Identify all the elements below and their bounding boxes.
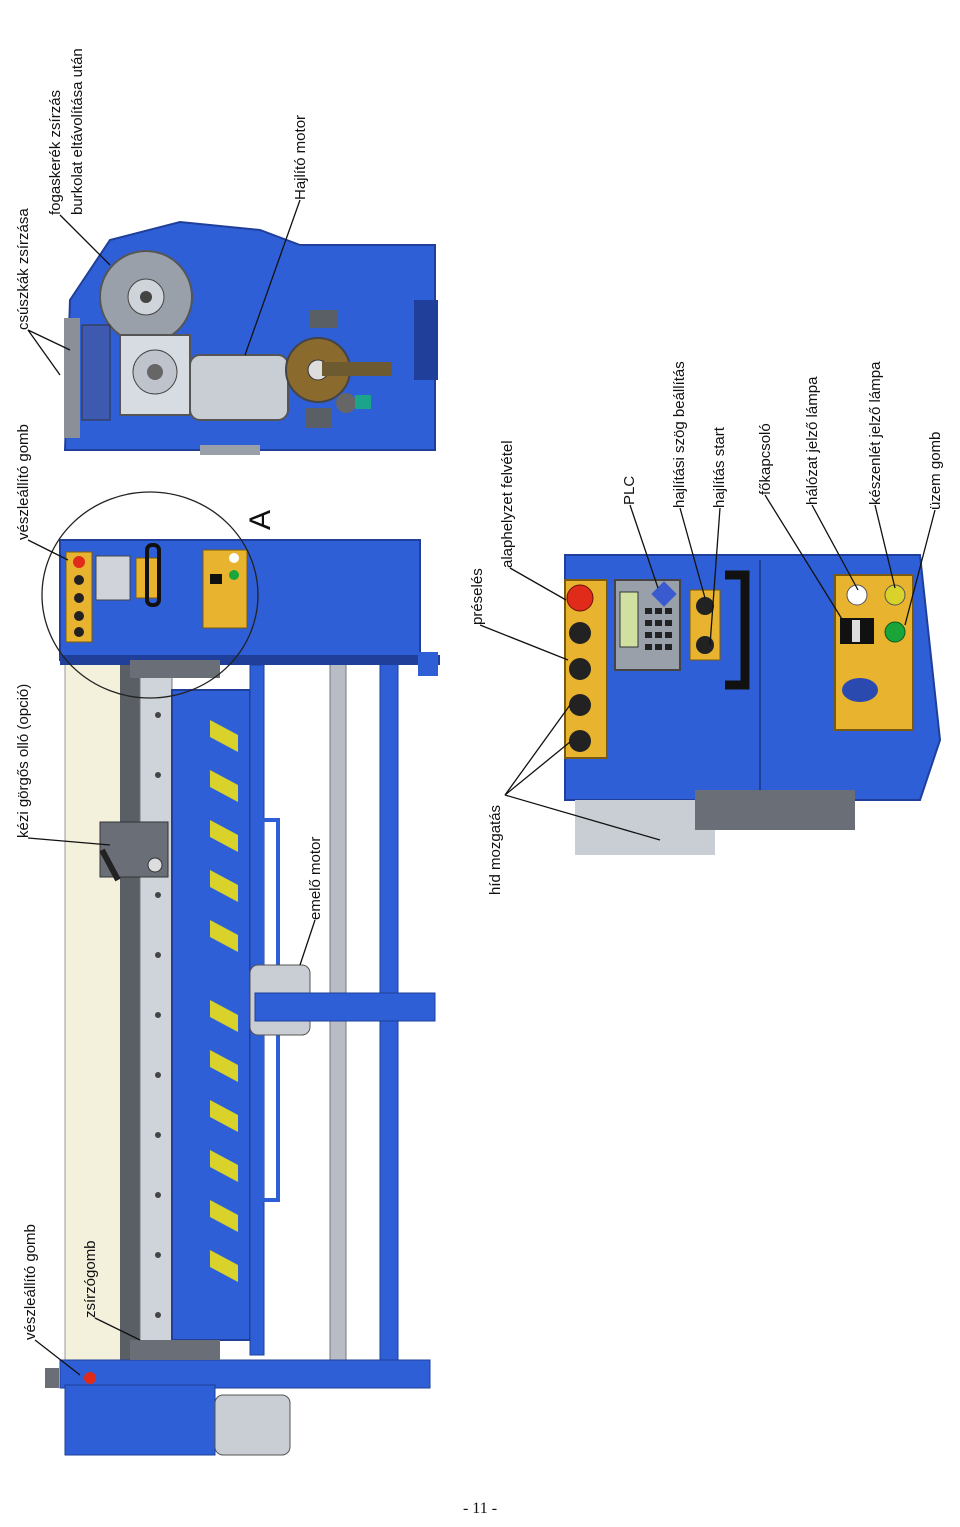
bridge-move-button-1 bbox=[569, 694, 591, 716]
bolt-row bbox=[155, 712, 161, 1318]
label-alaphelyzet-felvetel: alaphelyzet felvétel bbox=[499, 440, 516, 568]
detail-circle-a bbox=[41, 491, 259, 699]
leader-lines bbox=[27, 199, 936, 1376]
label-veszleallito-gomb-bottom: vészleállító gomb bbox=[22, 1224, 39, 1340]
label-keszenlet-jelzo-lampa: készenlét jelző lámpa bbox=[867, 361, 884, 505]
label-zsirzogomb: zsírzógomb bbox=[82, 1240, 99, 1318]
label-fokapcsolo: főkapcsoló bbox=[757, 423, 774, 495]
label-plc: PLC bbox=[621, 476, 638, 505]
network-lamp bbox=[846, 584, 868, 606]
label-preseles: préselés bbox=[469, 568, 486, 625]
handle bbox=[725, 570, 750, 690]
emergency-stop-button bbox=[566, 584, 594, 612]
bending-motor bbox=[189, 354, 289, 421]
label-detail-a: A bbox=[244, 510, 277, 530]
bottom-gearbox bbox=[64, 1384, 216, 1456]
label-hajlitas-start: hajlítás start bbox=[711, 426, 728, 508]
label-hajlitasi-szog-beallitas: hajlítási szög beállítás bbox=[671, 361, 688, 508]
label-hid-mozgatas: híd mozgatás bbox=[487, 805, 504, 895]
control-panel-detail bbox=[564, 554, 942, 855]
label-burkolat-eltavolitasa: burkolat eltávolítása után bbox=[69, 48, 86, 215]
label-kezi-gorgos-ollo: kézi görgős olló (opció) bbox=[15, 684, 32, 838]
gearbox-end-view bbox=[63, 220, 438, 455]
machine-side-view bbox=[41, 491, 440, 1456]
bridge-move-button-2 bbox=[569, 730, 591, 752]
label-csuszkak-zsirzasa: csúszkák zsírzása bbox=[15, 208, 32, 330]
label-hajlito-motor: Hajlító motor bbox=[292, 115, 309, 200]
label-fogaskerek-zsirzas: fogaskerék zsírzás bbox=[47, 90, 64, 215]
label-emelo-motor: emelő motor bbox=[307, 837, 324, 920]
label-uzem-gomb: üzem gomb bbox=[927, 432, 944, 510]
reset-button bbox=[569, 622, 591, 644]
ready-lamp bbox=[884, 584, 906, 606]
labels: csúszkák zsírzása fogaskerék zsírzás bur… bbox=[15, 48, 944, 1340]
label-halozat-jelzo-lampa: hálózat jelző lámpa bbox=[804, 376, 821, 505]
run-button bbox=[884, 621, 906, 643]
press-button bbox=[569, 658, 591, 680]
work-table bbox=[64, 659, 124, 1361]
page-number: - 11 - bbox=[462, 1500, 498, 1517]
label-veszleallito-gomb-top: vészleállító gomb bbox=[15, 424, 32, 540]
hazard-stripes bbox=[210, 720, 238, 1282]
